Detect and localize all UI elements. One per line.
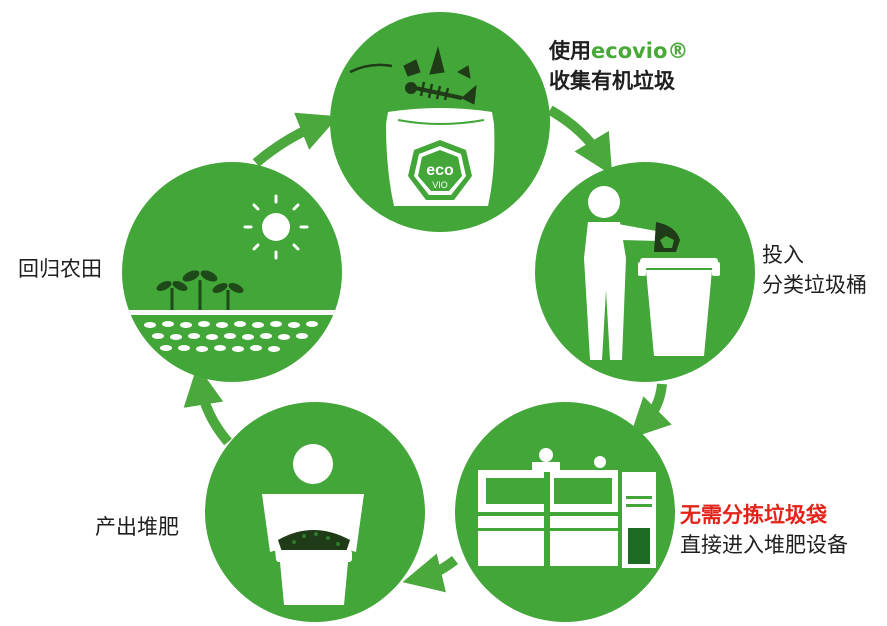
step-circle-use-ecovio: eco VIO <box>330 12 550 232</box>
step-circle-back-to-field <box>122 162 342 382</box>
arrow-compost-to-output <box>402 553 459 593</box>
label-back-to-field-line1: 回归农田 <box>18 257 102 281</box>
compost-machine-icon <box>478 448 656 568</box>
ecovio-brand-text: ecovio® <box>591 39 689 63</box>
label-compost-plant-highlight: 无需分拣垃圾袋 <box>680 503 827 527</box>
step-circle-compost-output <box>205 402 425 622</box>
arrow-field-to-use <box>252 112 339 167</box>
arrow-use-to-bin <box>547 105 613 176</box>
label-use-ecovio-line1: 使用ecovio® <box>549 36 688 66</box>
label-use-ecovio: 使用ecovio® 收集有机垃圾 <box>549 36 688 96</box>
label-compost-output: 产出堆肥 <box>95 512 179 542</box>
person-trash-bin-icon <box>584 186 720 360</box>
sun-sprouts-field-icon <box>122 194 342 352</box>
cycle-arrows <box>183 105 672 593</box>
label-throw-bin-line2: 分类垃圾桶 <box>762 273 867 297</box>
step-circle-compost-plant <box>455 402 675 622</box>
ecovio-logo-top-text: eco <box>426 162 454 179</box>
arrow-bin-to-compost <box>629 383 672 439</box>
person-holding-compost-icon <box>262 444 364 605</box>
fishbone-waste-bag-icon: eco VIO <box>349 46 495 206</box>
label-compost-output-line1: 产出堆肥 <box>95 515 179 539</box>
step-circle-throw-bin <box>535 162 755 382</box>
label-use-ecovio-line2: 收集有机垃圾 <box>549 69 675 93</box>
label-compost-plant-line2: 直接进入堆肥设备 <box>680 533 848 557</box>
label-throw-bin-line1: 投入 <box>762 243 804 267</box>
label-use-ecovio-prefix: 使用 <box>549 39 591 63</box>
label-compost-plant: 无需分拣垃圾袋 直接进入堆肥设备 <box>680 500 848 560</box>
label-back-to-field: 回归农田 <box>18 254 102 284</box>
label-throw-bin: 投入 分类垃圾桶 <box>762 240 867 300</box>
ecovio-logo-bottom-text: VIO <box>432 180 448 190</box>
arrow-output-to-field <box>183 365 232 446</box>
